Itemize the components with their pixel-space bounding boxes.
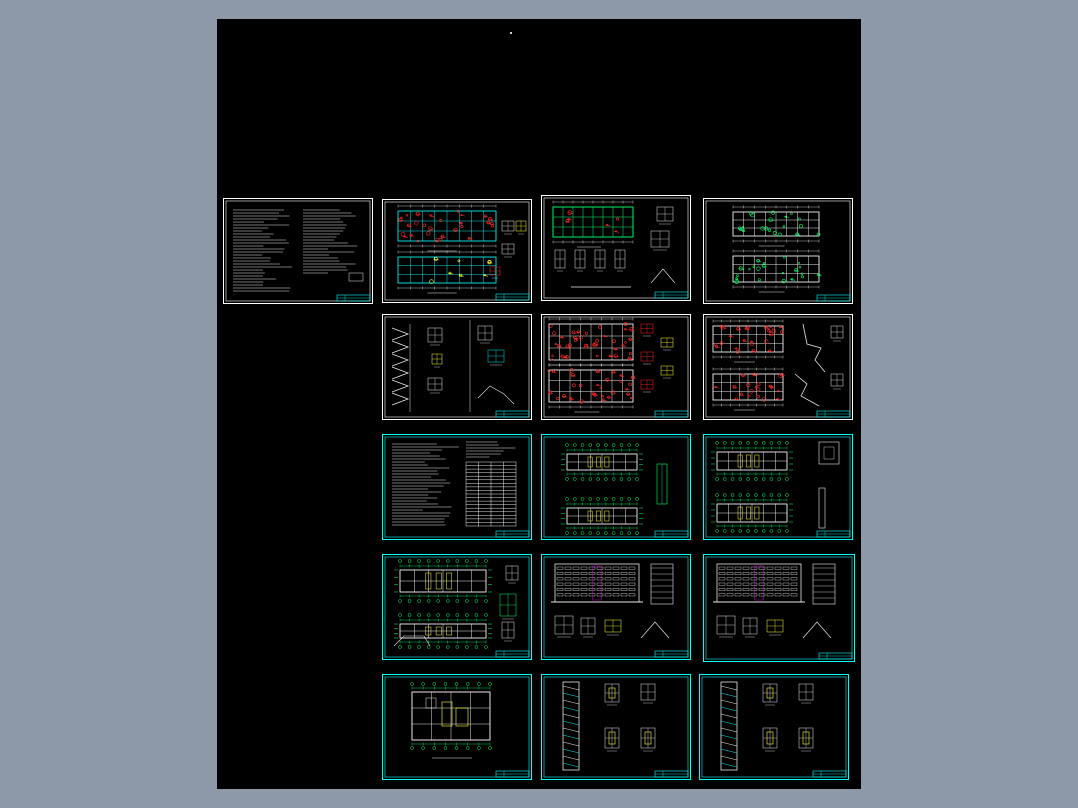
sheet-drawing-s13 [703,554,855,662]
sheet-drawing-s5 [382,314,532,420]
sheet-foundation-plan[interactable] [382,199,532,303]
sheet-building-section[interactable] [541,674,691,780]
sheet-roof-plan[interactable] [382,554,532,660]
sheet-drawing-s7 [703,314,853,420]
sheet-drawing-s6 [541,314,691,420]
sheet-stair-details[interactable] [382,314,532,420]
sheet-drawing-s10 [703,434,853,540]
sheet-floor-framing-plans[interactable] [703,198,853,304]
sheet-stair-section-windows[interactable] [699,674,849,780]
sheet-drawing-s2 [382,199,532,303]
sheet-front-elevation[interactable] [541,554,691,660]
sheet-unit-plan[interactable] [382,674,532,780]
sheet-drawing-s9 [541,434,691,540]
sheet-drawing-s1 [223,198,373,304]
sheet-drawing-s11 [382,554,532,660]
sheet-typical-floor-plans[interactable] [703,434,853,540]
sheet-drawing-s4 [703,198,853,304]
sheet-drawing-s8 [382,434,532,540]
sheet-drawing-s12 [541,554,691,660]
sheet-roof-beam-plans[interactable] [703,314,853,420]
sheet-drawing-s14 [382,674,532,780]
drawing-canvas[interactable] [217,19,861,789]
sheet-drawing-s16 [699,674,849,780]
sheet-general-notes[interactable] [223,198,373,304]
sheet-drawing-s15 [541,674,691,780]
sheet-beam-reinforcement-plans[interactable] [541,314,691,420]
sheet-architectural-notes[interactable] [382,434,532,540]
sheet-drawing-s3 [541,195,691,301]
sheet-ground-floor-plans[interactable] [541,434,691,540]
crosshair-cursor [510,32,512,34]
sheet-rear-elevation[interactable] [703,554,855,662]
sheet-structural-details[interactable] [541,195,691,301]
